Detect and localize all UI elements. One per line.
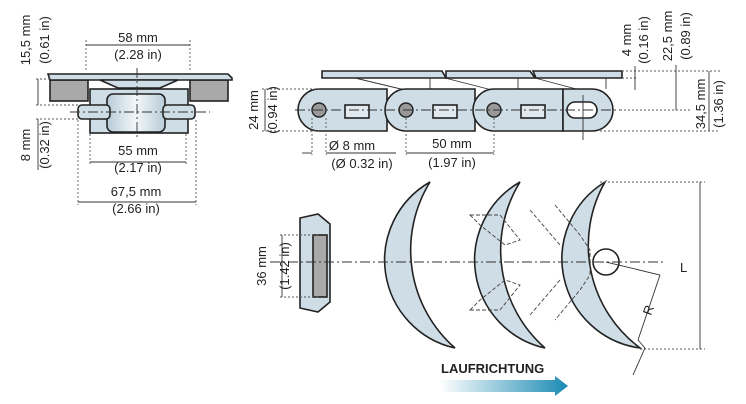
side-link-height-in: (0.94 in) <box>265 86 280 134</box>
front-width-total: 67,5 mm <box>111 184 162 199</box>
front-height-top: 15,5 mm <box>18 15 33 66</box>
front-width-body-in: (2.17 in) <box>114 160 162 175</box>
side-total-height: 34,5 mm <box>693 79 708 130</box>
front-height-pin: 8 mm <box>18 129 33 162</box>
side-plate-thickness: 4 mm <box>619 24 634 57</box>
front-view <box>36 40 233 205</box>
top-view <box>270 181 705 376</box>
side-pin-diameter: Ø 8 mm <box>329 138 375 153</box>
side-top-to-center-in: (0.89 in) <box>678 12 693 60</box>
side-pitch: 50 mm <box>432 136 472 151</box>
side-view <box>262 65 720 155</box>
front-width-total-in: (2.66 in) <box>112 201 160 216</box>
side-top-to-center: 22,5 mm <box>660 11 675 62</box>
side-pitch-in: (1.97 in) <box>428 155 476 170</box>
direction-label: LAUFRICHTUNG <box>441 361 544 376</box>
length-label: L <box>680 260 687 275</box>
front-width-top: 58 mm <box>118 30 158 45</box>
side-link-height: 24 mm <box>246 90 261 130</box>
top-width: 36 mm <box>254 246 269 286</box>
radius-label: R <box>640 303 657 317</box>
front-width-top-in: (2.28 in) <box>114 47 162 62</box>
top-width-in: (1.42 in) <box>277 242 292 290</box>
side-plate-thickness-in: (0.16 in) <box>636 16 651 64</box>
side-total-height-in: (1.36 in) <box>711 80 726 128</box>
front-height-top-in: (0.61 in) <box>37 16 52 64</box>
direction-arrow-icon <box>440 376 568 396</box>
front-height-pin-in: (0.32 in) <box>37 121 52 169</box>
front-width-body: 55 mm <box>118 143 158 158</box>
side-pin-diameter-in: (Ø 0.32 in) <box>331 156 392 171</box>
